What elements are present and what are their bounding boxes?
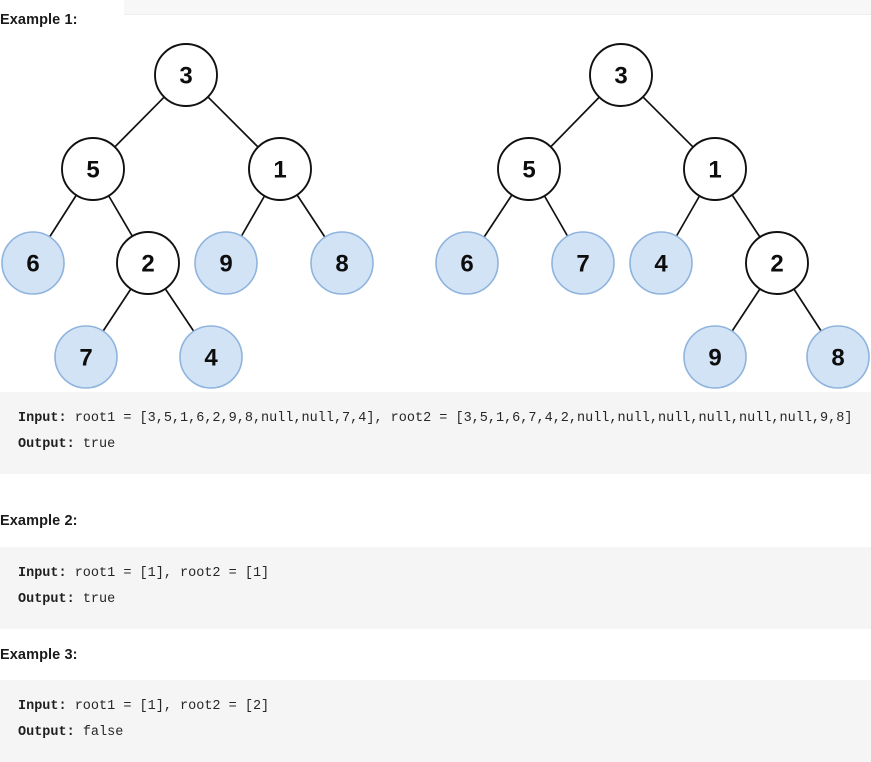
- output-label: Output:: [18, 437, 75, 452]
- node-value-label: 9: [708, 345, 721, 372]
- node-value-label: 6: [460, 251, 473, 278]
- leaf-node-circle: [551, 231, 615, 295]
- input-value: root1 = [1], root2 = [2]: [66, 699, 270, 714]
- node-value-label: 3: [614, 63, 627, 90]
- internal-node-circle: [745, 231, 809, 295]
- tree-node: 1: [683, 137, 747, 201]
- tree-edge: [550, 96, 600, 148]
- tree-edge: [107, 195, 134, 237]
- example-1-code-block: Input: root1 = [3,5,1,6,2,9,8,null,null,…: [0, 392, 871, 474]
- node-value-label: 7: [79, 345, 92, 372]
- tree-edge: [296, 194, 326, 238]
- tree-edge: [207, 96, 259, 148]
- output-label: Output:: [18, 592, 75, 607]
- tree-edge: [102, 288, 132, 332]
- tree-node: 4: [629, 231, 693, 295]
- tree-node: 3: [589, 43, 653, 107]
- internal-node-circle: [497, 137, 561, 201]
- leaf-node-circle: [179, 325, 243, 389]
- input-label: Input:: [18, 566, 67, 581]
- node-value-label: 5: [86, 157, 99, 184]
- binary-tree-figure: 3 5 1 6 2 9 8 7 4 3 5 1 6 7 4 2 9 8: [0, 14, 871, 392]
- tree-edge: [164, 288, 195, 332]
- leaf-node-circle: [194, 231, 258, 295]
- example-3-input-line: Input: root1 = [1], root2 = [2]: [18, 694, 853, 720]
- tree-root2: 3 5 1 6 7 4 2 9 8: [435, 43, 870, 389]
- node-value-label: 6: [26, 251, 39, 278]
- tree-edge: [642, 96, 694, 148]
- input-label: Input:: [18, 411, 67, 426]
- binary-trees-diagram: 3 5 1 6 2 9 8 7 4 3 5 1 6 7 4 2 9 8: [1, 43, 870, 389]
- tree-edge: [793, 288, 822, 332]
- example-2-output-line: Output: true: [18, 587, 853, 613]
- leaf-node-circle: [806, 325, 870, 389]
- node-value-label: 4: [204, 345, 218, 372]
- internal-node-circle: [154, 43, 218, 107]
- example-1-output-line: Output: true: [18, 432, 853, 458]
- node-value-label: 2: [770, 251, 783, 278]
- tree-node: 2: [745, 231, 809, 295]
- node-value-label: 3: [179, 63, 192, 90]
- input-label: Input:: [18, 699, 67, 714]
- tree-edge: [114, 96, 165, 148]
- tree-node: 8: [310, 231, 374, 295]
- tree-node: 6: [435, 231, 499, 295]
- tree-edge: [675, 195, 701, 237]
- tree-node: 7: [54, 325, 118, 389]
- node-value-label: 5: [522, 157, 535, 184]
- tree-edge: [543, 195, 569, 237]
- example-2-input-line: Input: root1 = [1], root2 = [1]: [18, 561, 853, 587]
- leaf-node-circle: [310, 231, 374, 295]
- node-value-label: 8: [335, 251, 348, 278]
- example-1-heading: Example 1:: [0, 12, 78, 28]
- example-3-heading: Example 3:: [0, 647, 78, 663]
- leaf-node-circle: [435, 231, 499, 295]
- example-2-code-block: Input: root1 = [1], root2 = [1] Output: …: [0, 547, 871, 629]
- tree-edge: [731, 194, 761, 238]
- tree-node: 3: [154, 43, 218, 107]
- internal-node-circle: [589, 43, 653, 107]
- tree-edge: [48, 194, 78, 238]
- node-value-label: 9: [219, 251, 232, 278]
- node-value-label: 8: [831, 345, 844, 372]
- example-1-input-line: Input: root1 = [3,5,1,6,2,9,8,null,null,…: [18, 406, 853, 432]
- internal-node-circle: [116, 231, 180, 295]
- output-value: true: [74, 437, 116, 452]
- example-3-code-block: Input: root1 = [1], root2 = [2] Output: …: [0, 680, 871, 762]
- internal-node-circle: [61, 137, 125, 201]
- tree-node: 9: [194, 231, 258, 295]
- tree-edge: [240, 195, 266, 237]
- tree-edge: [483, 194, 513, 238]
- tree-node: 6: [1, 231, 65, 295]
- tree-node: 8: [806, 325, 870, 389]
- tree-node: 5: [497, 137, 561, 201]
- internal-node-circle: [683, 137, 747, 201]
- output-label: Output:: [18, 725, 75, 740]
- tree-root1: 3 5 1 6 2 9 8 7 4: [1, 43, 374, 389]
- leaf-node-circle: [54, 325, 118, 389]
- output-value: false: [74, 725, 124, 740]
- input-value: root1 = [1], root2 = [1]: [66, 566, 270, 581]
- example-3-output-line: Output: false: [18, 720, 853, 746]
- internal-node-circle: [248, 137, 312, 201]
- leaf-node-circle: [683, 325, 747, 389]
- previous-code-block-sliver: [124, 0, 871, 15]
- node-value-label: 1: [708, 157, 721, 184]
- tree-node: 2: [116, 231, 180, 295]
- tree-node: 4: [179, 325, 243, 389]
- node-value-label: 2: [141, 251, 154, 278]
- output-value: true: [74, 592, 116, 607]
- tree-edge: [731, 288, 761, 332]
- node-value-label: 1: [273, 157, 286, 184]
- node-value-label: 4: [654, 251, 668, 278]
- input-value: root1 = [3,5,1,6,2,9,8,null,null,7,4], r…: [66, 411, 853, 426]
- tree-node: 5: [61, 137, 125, 201]
- leaf-node-circle: [629, 231, 693, 295]
- tree-node: 9: [683, 325, 747, 389]
- example-2-heading: Example 2:: [0, 513, 78, 529]
- tree-node: 7: [551, 231, 615, 295]
- node-value-label: 7: [576, 251, 589, 278]
- leaf-node-circle: [1, 231, 65, 295]
- tree-node: 1: [248, 137, 312, 201]
